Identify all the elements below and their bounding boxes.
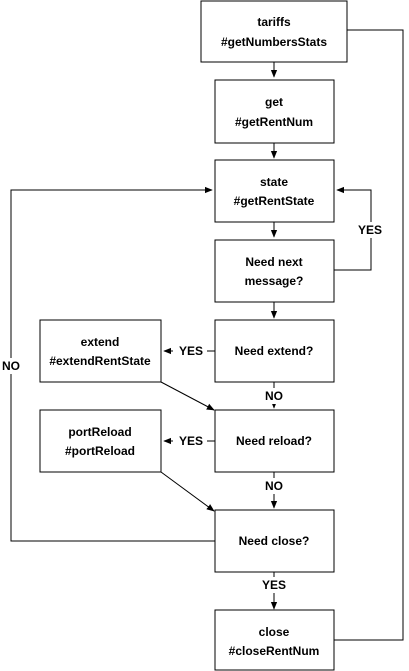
node-port-reload-line1: portReload — [68, 425, 131, 439]
node-need-reload: Need reload? — [214, 409, 335, 473]
node-extend: extend #extendRentState — [39, 319, 162, 383]
label-close-yes: YES — [262, 578, 286, 592]
node-state-line1: state — [260, 175, 288, 189]
node-tariffs-line1: tariffs — [257, 15, 291, 29]
node-need-close-line1: Need close? — [239, 534, 310, 548]
node-need-next-line2: message? — [245, 274, 304, 288]
label-close-no: NO — [2, 359, 20, 373]
edge-close-back-to-tariffs — [334, 26, 404, 641]
node-need-extend: Need extend? — [214, 319, 335, 383]
edge-extend-to-need-reload — [160, 381, 215, 411]
node-close-line1: close — [259, 625, 290, 639]
node-need-next-line1: Need next — [245, 255, 302, 269]
node-port-reload: portReload #portReload — [39, 409, 162, 473]
node-need-next: Need next message? — [214, 239, 335, 303]
node-extend-line2: #extendRentState — [49, 354, 151, 368]
label-extend-no: NO — [265, 389, 283, 403]
node-need-close: Need close? — [214, 509, 335, 573]
node-tariffs-line2: #getNumbersStats — [221, 35, 327, 49]
node-close: close #closeRentNum — [214, 609, 335, 671]
node-extend-line1: extend — [81, 335, 120, 349]
node-port-reload-line2: #portReload — [65, 444, 135, 458]
node-get-line1: get — [265, 95, 283, 109]
node-state-line2: #getRentState — [234, 194, 315, 208]
edge-labels: YES YES NO YES NO YES NO — [0, 222, 388, 593]
label-next-yes: YES — [358, 223, 382, 237]
label-extend-yes: YES — [179, 344, 203, 358]
node-get: get #getRentNum — [214, 79, 335, 144]
node-close-line2: #closeRentNum — [229, 644, 320, 658]
label-reload-no: NO — [265, 479, 283, 493]
node-get-line2: #getRentNum — [235, 115, 313, 129]
node-need-reload-line1: Need reload? — [236, 434, 312, 448]
edge-port-reload-to-need-close — [160, 471, 215, 512]
node-tariffs: tariffs #getNumbersStats — [200, 0, 348, 63]
node-need-extend-line1: Need extend? — [235, 344, 314, 358]
label-reload-yes: YES — [179, 434, 203, 448]
node-state: state #getRentState — [214, 159, 335, 223]
